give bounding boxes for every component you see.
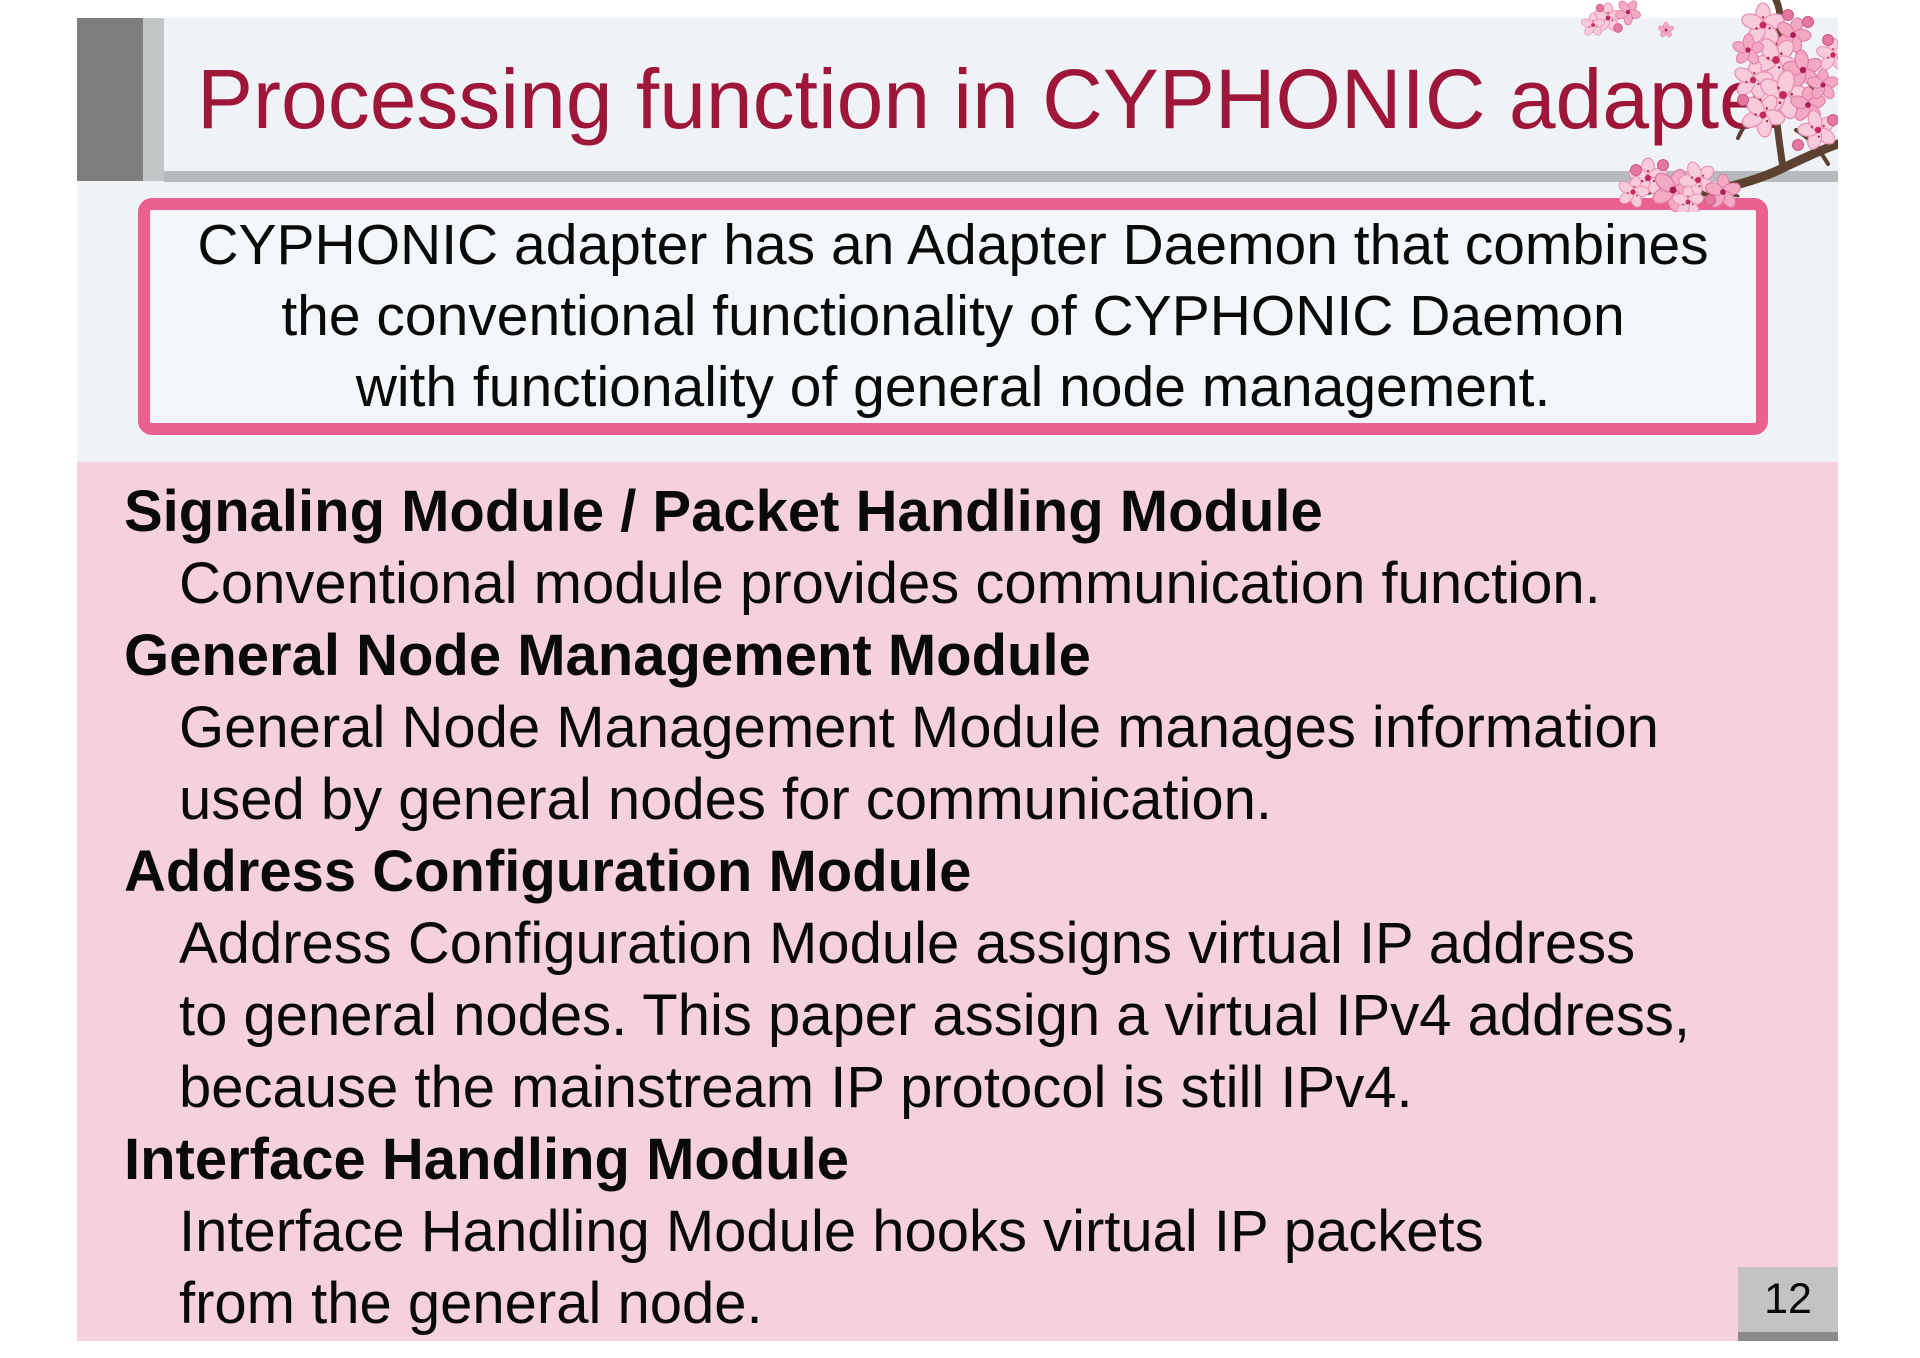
slide-title: Processing function in CYPHONIC adapter [197, 52, 1794, 146]
module-description: General Node Management Module manages i… [179, 695, 1659, 832]
page-number: 12 [1764, 1275, 1812, 1323]
modules-section: Signaling Module / Packet Handling Modul… [77, 462, 1838, 1341]
page-number-strip [1738, 1332, 1838, 1341]
presentation-slide: Processing function in CYPHONIC adapter … [77, 0, 1838, 1341]
summary-box: CYPHONIC adapter has an Adapter Daemon t… [138, 198, 1768, 435]
module-heading: Signaling Module / Packet Handling Modul… [124, 479, 1323, 544]
module-block: General Node Management Module General N… [77, 620, 1838, 836]
module-block: Signaling Module / Packet Handling Modul… [77, 476, 1838, 620]
light-gray-block [143, 18, 164, 181]
module-description: Conventional module provides communicati… [179, 551, 1601, 616]
module-heading: Interface Handling Module [124, 1127, 850, 1192]
module-heading: General Node Management Module [124, 623, 1091, 688]
page-number-box: 12 [1738, 1267, 1838, 1332]
dark-gray-block [77, 18, 143, 181]
title-underline-rule [164, 171, 1838, 182]
cherry-blossom-icon [1580, 0, 1838, 212]
module-heading: Address Configuration Module [124, 839, 972, 904]
module-description: Interface Handling Module hooks virtual … [179, 1199, 1484, 1336]
summary-text: CYPHONIC adapter has an Adapter Daemon t… [197, 213, 1709, 419]
module-description: Address Configuration Module assigns vir… [179, 911, 1691, 1120]
title-band: Processing function in CYPHONIC adapter … [77, 18, 1838, 462]
module-block: Interface Handling Module Interface Hand… [77, 1124, 1838, 1340]
module-block: Address Configuration Module Address Con… [77, 836, 1838, 1124]
